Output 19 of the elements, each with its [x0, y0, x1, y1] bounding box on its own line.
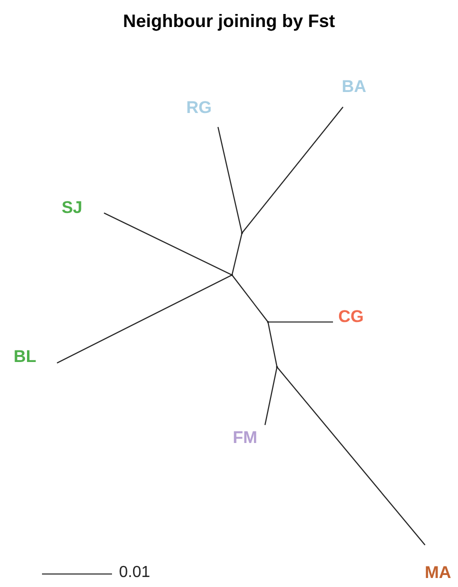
tree-branch [217, 126, 243, 234]
tree-branch [104, 212, 232, 276]
tree-branch [267, 322, 278, 368]
chart-title: Neighbour joining by Fst [122, 10, 336, 33]
scale-label: 0.01 [119, 565, 150, 581]
tree-branch [242, 106, 344, 234]
taxon-label: BA [338, 75, 370, 97]
tree-branch [268, 321, 333, 323]
taxon-label: FM [229, 426, 261, 448]
taxon-label: MA [422, 561, 454, 583]
tree-branch [264, 366, 278, 426]
tree-branch [56, 274, 232, 364]
taxon-label: RG [183, 96, 215, 118]
taxon-label: CG [335, 305, 367, 327]
taxon-label: SJ [56, 196, 88, 218]
tree-branch [276, 366, 426, 546]
taxon-label: BL [9, 345, 41, 367]
tree-branch [231, 232, 243, 276]
tree-branch [232, 274, 268, 322]
